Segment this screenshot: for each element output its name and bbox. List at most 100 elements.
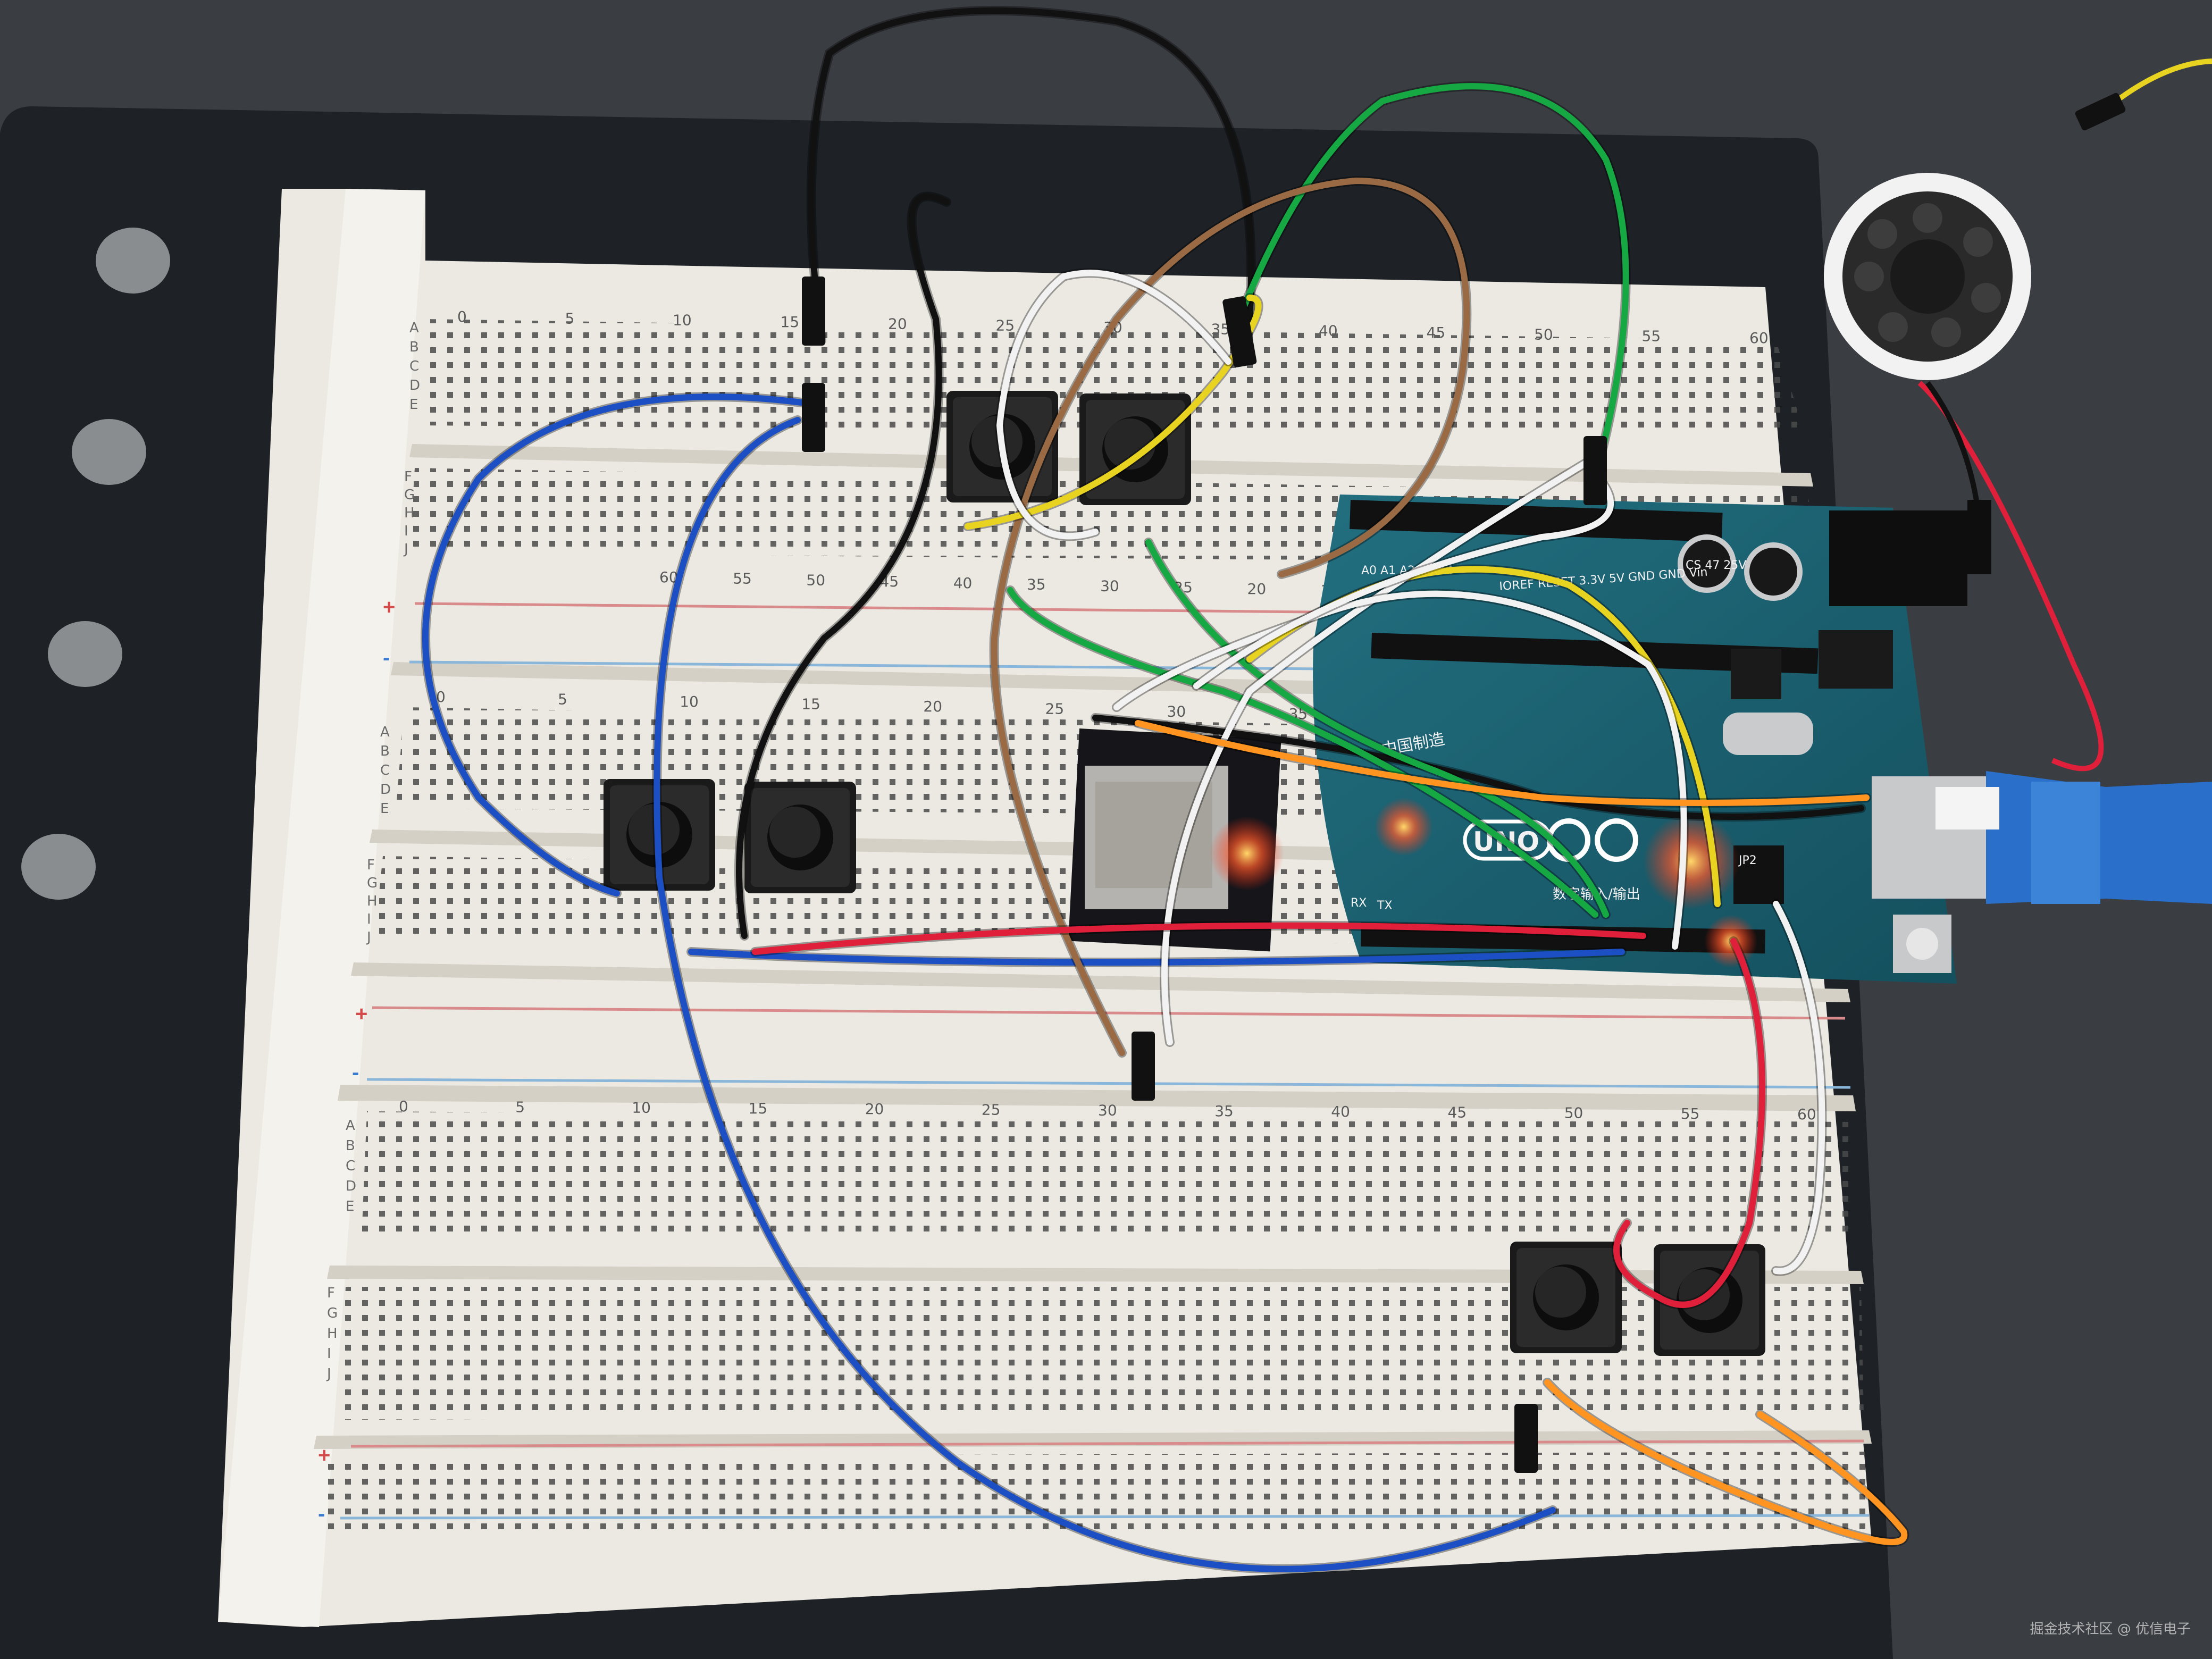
wire-white-1: [996, 270, 1231, 540]
col-label-bottom-6: 30: [1098, 1102, 1117, 1119]
row-label-4-2: C: [346, 1158, 355, 1174]
rail-symbols: + - + - + -: [318, 596, 395, 1526]
sd-card-module: [1068, 728, 1284, 952]
push-buttons: [604, 391, 1765, 1356]
watermark-text: 掘金技术社区 @ 优信电子: [2030, 1621, 2191, 1637]
col-label-lower-6: 30: [1167, 702, 1186, 720]
row-label-1-0: F: [404, 469, 412, 485]
col-label-top-3: 15: [781, 313, 800, 331]
col-label-top-11: 55: [1642, 328, 1661, 345]
col-label-top-1: 5: [565, 309, 575, 327]
wire-orange-1: [1135, 720, 1870, 806]
col-label-bottom-7: 35: [1214, 1102, 1234, 1120]
wire-brown-1: [991, 177, 1470, 1056]
col-label-mid-1: 55: [733, 570, 752, 588]
col-label-top-8: 40: [1319, 322, 1338, 340]
col-label-top-12: 60: [1749, 329, 1769, 347]
row-label-5-1: G: [327, 1305, 338, 1321]
wire-connector-2: [1222, 296, 1257, 367]
row-label-0-3: D: [409, 378, 420, 393]
col-label-bottom-12: 60: [1797, 1105, 1816, 1123]
col-label-lower-0: 0: [436, 688, 446, 706]
row-label-3-3: I: [367, 911, 371, 927]
arduino-rx: RX: [1351, 896, 1367, 910]
wire-blue-3: [688, 949, 1625, 966]
row-label-1-2: H: [404, 505, 415, 521]
row-label-5-4: J: [326, 1366, 331, 1382]
speaker: [1824, 173, 2031, 380]
arduino-jp2: JP2: [1738, 854, 1757, 867]
col-label-bottom-11: 55: [1681, 1105, 1700, 1122]
wire-connector-1: [802, 276, 825, 346]
rail-plus-2: +: [355, 1002, 367, 1026]
col-label-top-9: 45: [1427, 324, 1446, 341]
speaker-wire-black: [1925, 381, 1981, 511]
row-label-4-0: A: [346, 1118, 355, 1134]
rail-minus-1: -: [383, 646, 390, 669]
row-label-3-1: G: [367, 875, 378, 891]
push-button-4: [744, 782, 856, 893]
wire-black-2: [736, 193, 950, 939]
wire-blue-2: [653, 417, 1556, 1572]
row-label-2-2: C: [380, 763, 390, 778]
col-label-bottom-3: 15: [749, 1100, 768, 1117]
push-button-5: [1510, 1242, 1622, 1353]
row-label-5-2: H: [327, 1326, 338, 1342]
wire-blue-1: [422, 393, 817, 896]
arduino-board: CS 47 25V UNO 中国制造 IOREF RESET 3.3V 5V G…: [1313, 495, 2212, 984]
col-label-mid-8: 20: [1247, 580, 1267, 598]
rail-minus-2: -: [352, 1061, 359, 1084]
col-label-bottom-0: 0: [399, 1097, 408, 1115]
plate-holes: [21, 228, 170, 900]
col-label-lower-1: 5: [558, 691, 567, 708]
row-label-0-2: C: [409, 358, 419, 374]
wire-orange-2: [1544, 1379, 1908, 1545]
arduino-tx: TX: [1377, 899, 1393, 912]
col-label-bottom-9: 45: [1448, 1103, 1467, 1121]
col-label-lower-4: 20: [923, 698, 942, 715]
col-label-top-10: 50: [1534, 325, 1553, 343]
row-label-3-4: J: [366, 929, 371, 945]
wire-yellow-1: [965, 295, 1262, 530]
rail-minus-3: -: [318, 1502, 325, 1526]
row-label-0-4: E: [409, 397, 418, 413]
wire-white-3: [1113, 590, 1687, 950]
row-label-4-3: D: [346, 1178, 356, 1194]
row-label-0-0: A: [409, 320, 419, 336]
rail-plus-1: +: [383, 596, 395, 619]
col-label-bottom-5: 25: [982, 1101, 1001, 1118]
col-label-lower-2: 10: [680, 693, 699, 710]
row-label-2-4: E: [380, 801, 389, 817]
col-label-bottom-2: 10: [632, 1099, 651, 1117]
row-label-4-4: E: [346, 1199, 354, 1214]
row-label-3-2: H: [367, 893, 378, 909]
col-label-mid-2: 50: [806, 572, 825, 589]
capacitor-label: CS 47 25V: [1686, 559, 1746, 572]
wire-black-1: [808, 7, 1254, 343]
row-label-0-1: B: [409, 339, 419, 355]
rail-plus-3: +: [318, 1444, 330, 1467]
col-label-top-4: 20: [888, 315, 907, 332]
col-label-top-0: 0: [457, 308, 467, 325]
wire-white-4: [1193, 465, 1614, 689]
wire-green-2: [1007, 587, 1598, 918]
row-label-4-1: B: [346, 1138, 355, 1154]
wire-white-5: [1773, 901, 1825, 1275]
jumper-wires: [421, 6, 1909, 1574]
row-label-2-3: D: [380, 782, 391, 798]
wire-red-2: [1613, 938, 1765, 1308]
row-label-5-0: F: [327, 1285, 335, 1301]
row-label-3-0: F: [367, 857, 375, 873]
wire-connector-6: [802, 383, 825, 452]
wire-connector-5: [1583, 436, 1607, 505]
col-label-top-2: 10: [673, 312, 692, 329]
col-label-bottom-1: 5: [515, 1098, 525, 1116]
col-label-mid-4: 40: [953, 574, 973, 592]
col-label-bottom-4: 20: [865, 1100, 884, 1118]
wire-red-1: [752, 922, 1646, 955]
row-label-2-1: B: [380, 743, 390, 759]
row-label-5-3: I: [327, 1346, 331, 1362]
